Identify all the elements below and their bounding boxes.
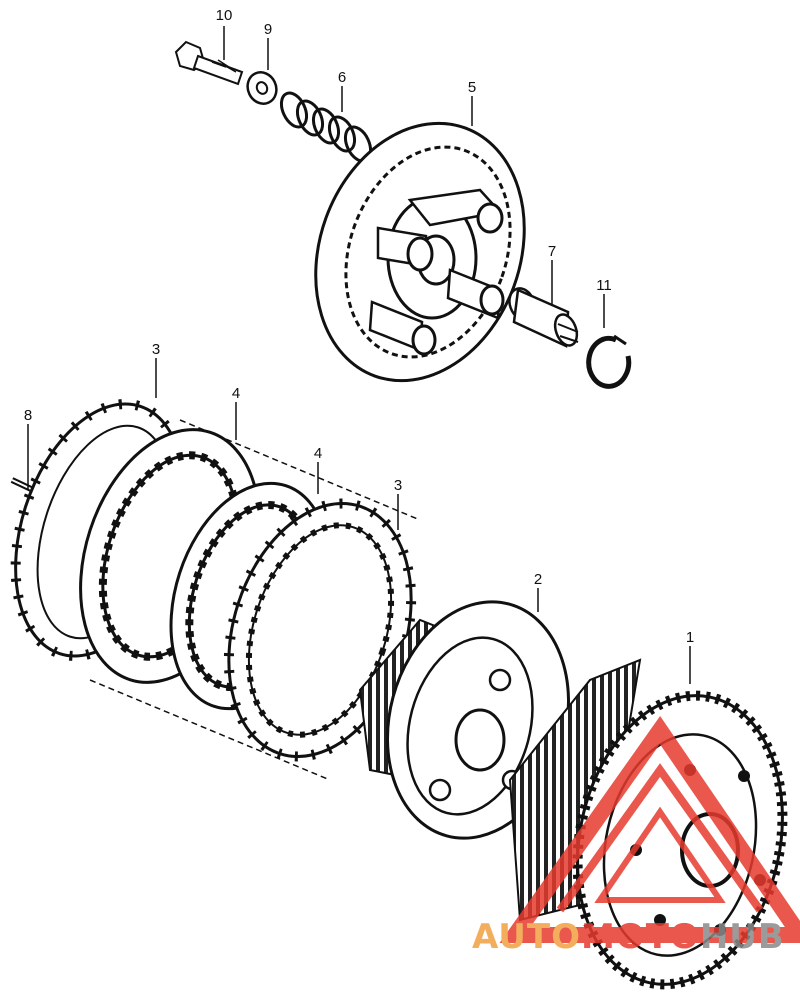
callout-4-right: 4 (314, 445, 322, 462)
bolt-part (174, 40, 244, 86)
assembly-guide-lines (89, 419, 421, 781)
callout-7: 7 (548, 243, 556, 260)
spring-part (279, 91, 373, 163)
callout-3-right: 3 (394, 477, 402, 494)
callout-leaders (27, 26, 691, 684)
watermark-text-moto: MOTO (581, 917, 700, 957)
callout-6: 6 (338, 69, 346, 86)
callout-11: 11 (596, 277, 612, 294)
callout-5: 5 (468, 79, 476, 96)
callout-labels: 10 9 6 5 7 11 3 4 8 4 3 2 1 (24, 7, 694, 646)
washer-part (246, 71, 278, 105)
watermark-text-hub: HUB (700, 917, 785, 957)
watermark-text-auto: AUTO (472, 917, 581, 957)
lifter-rod-part (508, 287, 579, 348)
callout-3-left: 3 (152, 341, 160, 358)
callout-8: 8 (24, 407, 32, 424)
callout-10: 10 (216, 7, 233, 24)
callout-2: 2 (534, 571, 542, 588)
callout-4-left: 4 (232, 385, 240, 402)
pressure-plate-part (314, 121, 526, 383)
autumotohub-watermark: AUTOMOTOHUB (472, 715, 800, 957)
svg-text:AUTOMOTOHUB: AUTOMOTOHUB (472, 917, 785, 957)
triangle-logo-icon (499, 715, 800, 943)
callout-1: 1 (686, 629, 694, 646)
callout-9: 9 (264, 21, 272, 38)
circlip-part (586, 334, 632, 389)
